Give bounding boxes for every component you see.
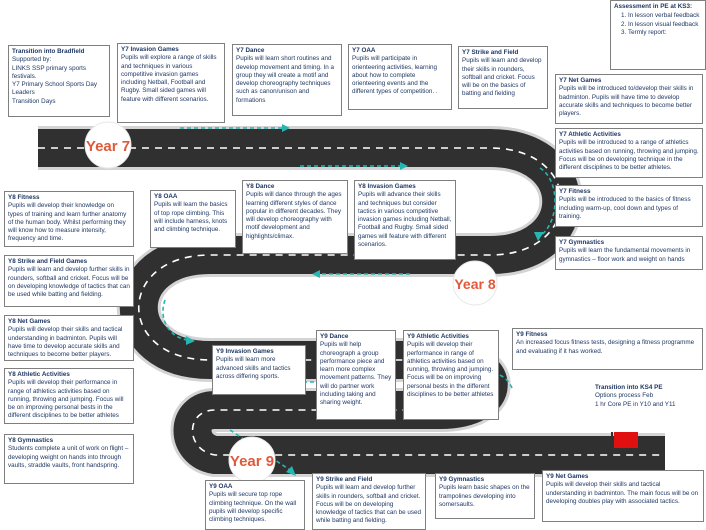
box-title: Y7 Fitness (559, 188, 591, 195)
box-body: Pupils will learn the basics of top rope… (154, 201, 228, 234)
box-body: Pupils will learn and develop further sk… (316, 484, 422, 525)
box-body: Pupils will learn the fundamental moveme… (559, 247, 691, 263)
y8-gymnastics-box: Y8 Gymnastics Students complete a unit o… (4, 434, 134, 484)
box-body: Pupils will be introduced to the basics … (559, 196, 691, 220)
box-title: Transition into KS4 PE (595, 384, 663, 391)
box-body: Pupils will dance through the ages learn… (246, 191, 342, 240)
year-7-label: Year 7 (86, 138, 130, 155)
box-title: Y7 Gymnastics (559, 239, 605, 246)
box-title: Y9 Gymnastics (439, 476, 485, 483)
box-body: Pupils will learn and develop further sk… (8, 266, 130, 299)
box-body: Pupils will learn and develop their skil… (462, 57, 542, 98)
box-title: Y8 Net Games (8, 318, 51, 325)
box-title: Y8 OAA (154, 193, 178, 200)
box-body: Pupils will learn more advanced skills a… (216, 356, 291, 380)
y7-athletic-box: Y7 Athletic Activities Pupils will be in… (555, 128, 703, 178)
box-body: Pupils will develop their performance in… (8, 379, 124, 420)
y7-fitness-box: Y7 Fitness Pupils will be introduced to … (555, 185, 703, 227)
box-body: Pupils will learn short routines and dev… (236, 55, 335, 104)
box-title: Y7 OAA (352, 47, 376, 54)
year-8-badge: Year 8 (452, 260, 498, 306)
box-body: Pupils learn basic shapes on the trampol… (439, 484, 530, 508)
box-body: Students complete a unit of work on flig… (8, 445, 129, 469)
assessment-item: In lesson visual feedback (628, 21, 702, 29)
transition-bradfield-box: Transition into Bradfield Supported by: … (8, 45, 110, 117)
box-title: Y7 Athletic Activities (559, 131, 621, 138)
box-body: Pupils will develop their performance in… (407, 341, 494, 399)
box-title: Y7 Net Games (559, 77, 602, 84)
box-title: Y9 Dance (320, 333, 349, 340)
y9-dance-box: Y9 Dance Pupils will help choreograph a … (316, 330, 396, 420)
y9-invasion-box: Y9 Invasion Games Pupils will learn more… (212, 345, 306, 395)
y9-strike-box: Y9 Strike and Field Pupils will learn an… (312, 473, 426, 530)
box-body: Pupils will be introduced to/develop the… (559, 85, 694, 118)
box-title: Y8 Athletic Activities (8, 371, 70, 378)
year-9-badge: Year 9 (228, 436, 276, 484)
y7-oaa-box: Y7 OAA Pupils will participate in orient… (348, 44, 452, 110)
y7-net-box: Y7 Net Games Pupils will be introduced t… (555, 74, 703, 124)
box-body: Pupils will develop their skills and tac… (546, 481, 699, 505)
year-8-label: Year 8 (454, 276, 495, 292)
box-title: Y9 Strike and Field (316, 476, 373, 483)
box-title: Y8 Invasion Games (358, 183, 416, 190)
y8-net-box: Y8 Net Games Pupils will develop their s… (4, 315, 134, 361)
box-title: Y9 Invasion Games (216, 348, 274, 355)
y8-oaa-box: Y8 OAA Pupils will learn the basics of t… (150, 190, 236, 248)
finish-flag (611, 432, 638, 474)
assessment-box: Assessment in PE at KS3: In lesson verba… (610, 0, 706, 70)
y9-gymnastics-box: Y9 Gymnastics Pupils learn basic shapes … (435, 473, 535, 519)
y8-fitness-box: Y8 Fitness Pupils will develop their kno… (4, 191, 134, 247)
y9-net-box: Y9 Net Games Pupils will develop their s… (542, 470, 704, 522)
box-title: Y9 Fitness (516, 331, 548, 338)
transition-ks4-box: Transition into KS4 PE Options process F… (592, 382, 706, 416)
box-title: Y9 OAA (209, 483, 233, 490)
box-body: Pupils will be introduced to a range of … (559, 139, 699, 172)
y8-invasion-box: Y8 Invasion Games Pupils will advance th… (354, 180, 456, 260)
box-body: Pupils will advance their skills and tec… (358, 191, 452, 249)
box-title: Y8 Gymnastics (8, 437, 54, 444)
box-body: Options process Feb 1 hr Core PE in Y10 … (595, 392, 676, 408)
box-body: Pupils will develop their skills and tac… (8, 326, 123, 359)
y9-fitness-box: Y9 Fitness An increased focus fitness te… (512, 328, 703, 370)
assessment-title: Assessment in PE at KS3: (614, 3, 693, 10)
y9-athletic-box: Y9 Athletic Activities Pupils will devel… (403, 330, 499, 420)
box-body: An increased focus fitness tests, design… (516, 339, 695, 355)
year-9-label: Year 9 (230, 453, 274, 470)
box-title: Transition into Bradfield (12, 48, 85, 55)
box-body: Pupils will secure top rope climbing tec… (209, 491, 297, 524)
box-title: Y8 Strike and Field Games (8, 258, 88, 265)
box-title: Y7 Strike and Field (462, 49, 519, 56)
assessment-item: Termly report: (628, 29, 702, 37)
box-body: Supported by: LINKS SSP primary sports f… (12, 56, 98, 105)
box-title: Y8 Dance (246, 183, 275, 190)
y7-gymnastics-box: Y7 Gymnastics Pupils will learn the fund… (555, 236, 703, 270)
y7-invasion-box: Y7 Invasion Games Pupils will explore a … (117, 43, 225, 123)
assessment-item: In lesson verbal feedback (628, 12, 702, 20)
box-title: Y9 Net Games (546, 473, 589, 480)
assessment-list: In lesson verbal feedback In lesson visu… (614, 12, 702, 37)
y8-strike-box: Y8 Strike and Field Games Pupils will le… (4, 255, 134, 307)
y7-strike-box: Y7 Strike and Field Pupils will learn an… (458, 46, 548, 109)
box-body: Pupils will participate in orienteering … (352, 55, 438, 96)
box-title: Y7 Dance (236, 47, 265, 54)
y7-dance-box: Y7 Dance Pupils will learn short routine… (232, 44, 342, 116)
y8-athletic-box: Y8 Athletic Activities Pupils will devel… (4, 368, 134, 424)
y9-oaa-box: Y9 OAA Pupils will secure top rope climb… (205, 480, 305, 530)
box-title: Y8 Fitness (8, 194, 40, 201)
y8-dance-box: Y8 Dance Pupils will dance through the a… (242, 180, 348, 254)
year-7-badge: Year 7 (84, 121, 132, 169)
box-body: Pupils will explore a range of skills an… (121, 54, 217, 103)
box-body: Pupils will help choreograph a group per… (320, 341, 392, 407)
box-title: Y7 Invasion Games (121, 46, 179, 53)
box-body: Pupils will develop their knowledge on t… (8, 202, 127, 243)
box-title: Y9 Athletic Activities (407, 333, 469, 340)
